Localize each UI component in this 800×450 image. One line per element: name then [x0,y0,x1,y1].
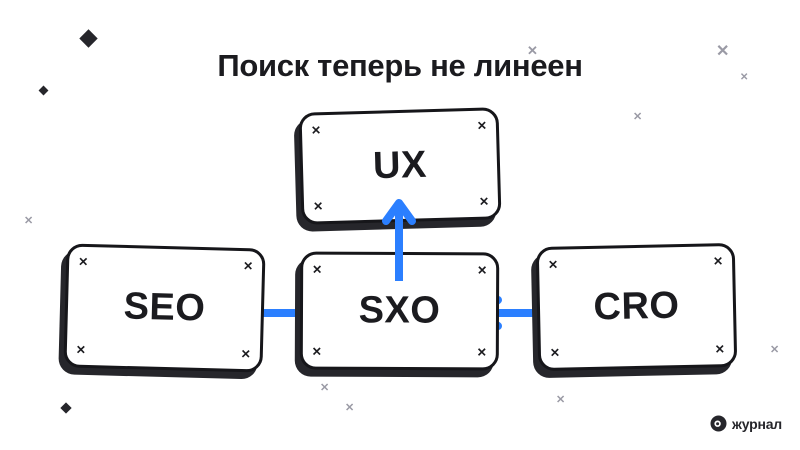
decorative-diamond [38,85,49,96]
corner-x-icon: ✕ [77,254,89,269]
decorative-sparkle-icon: ✕ [556,394,566,406]
decorative-sparkle-icon: ✕ [716,43,730,60]
corner-x-icon: ✕ [549,345,561,360]
decorative-sparkle-icon: ✕ [24,215,34,227]
corner-x-icon: ✕ [478,194,490,209]
node-cro-label: CRO [593,284,680,329]
node-sxo-label: SXO [358,289,441,332]
decorative-sparkle-icon: ✕ [770,344,780,356]
corner-x-icon: ✕ [240,347,252,362]
decorative-sparkle-icon: ✕ [527,43,538,58]
page-title: Поиск теперь не линеен [217,48,583,83]
corner-x-icon: ✕ [714,342,726,357]
node-ux-label: UX [372,143,428,188]
corner-x-icon: ✕ [311,344,322,359]
decorative-diamond [60,402,72,414]
node-seo-label: SEO [123,285,206,330]
decorative-sparkle-icon: ✕ [345,402,355,414]
decorative-sparkle-icon: ✕ [633,111,643,123]
node-seo[interactable]: ✕ ✕ ✕ ✕ SEO [63,243,266,373]
decorative-diamond [79,29,98,48]
corner-x-icon: ✕ [310,123,322,138]
corner-x-icon: ✕ [477,263,488,278]
journal-logo-icon [710,415,727,432]
node-cro[interactable]: ✕ ✕ ✕ ✕ CRO [535,242,738,372]
corner-x-icon: ✕ [75,342,87,357]
watermark-label: журнал [731,415,782,432]
corner-x-icon: ✕ [312,199,324,214]
corner-x-icon: ✕ [242,259,254,274]
corner-x-icon: ✕ [476,345,487,360]
corner-x-icon: ✕ [712,254,724,269]
corner-x-icon: ✕ [312,262,323,277]
decorative-sparkle-icon: ✕ [320,382,330,394]
watermark: журнал [710,415,782,432]
decorative-sparkle-icon: ✕ [740,72,749,83]
corner-x-icon: ✕ [547,257,559,272]
arrow-sxo-to-ux [381,193,417,283]
corner-x-icon: ✕ [476,118,488,133]
